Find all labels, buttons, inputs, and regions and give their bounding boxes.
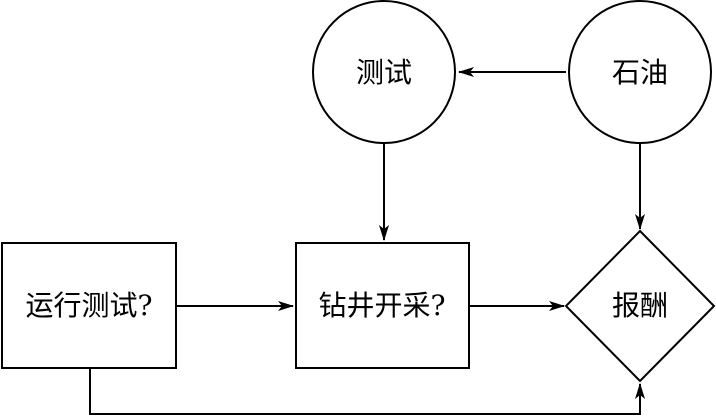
test-label: 测试 xyxy=(356,56,412,89)
node-drill: 钻井开采? xyxy=(295,242,470,369)
node-run-test: 运行测试? xyxy=(1,242,177,369)
edge-runtest-to-payoff xyxy=(89,369,645,415)
oil-label: 石油 xyxy=(612,56,668,89)
drill-box xyxy=(295,242,470,369)
node-oil: 石油 xyxy=(568,0,712,144)
drill-label: 钻井开采? xyxy=(318,289,445,322)
edges xyxy=(89,67,645,415)
node-payoff: 报酬 xyxy=(564,229,716,383)
run-test-box xyxy=(1,242,177,369)
node-test: 测试 xyxy=(312,0,456,144)
test-circle xyxy=(312,0,456,144)
run-test-label: 运行测试? xyxy=(25,289,152,322)
oil-circle xyxy=(568,0,712,144)
payoff-diamond xyxy=(564,229,716,383)
payoff-label: 报酬 xyxy=(612,289,668,322)
